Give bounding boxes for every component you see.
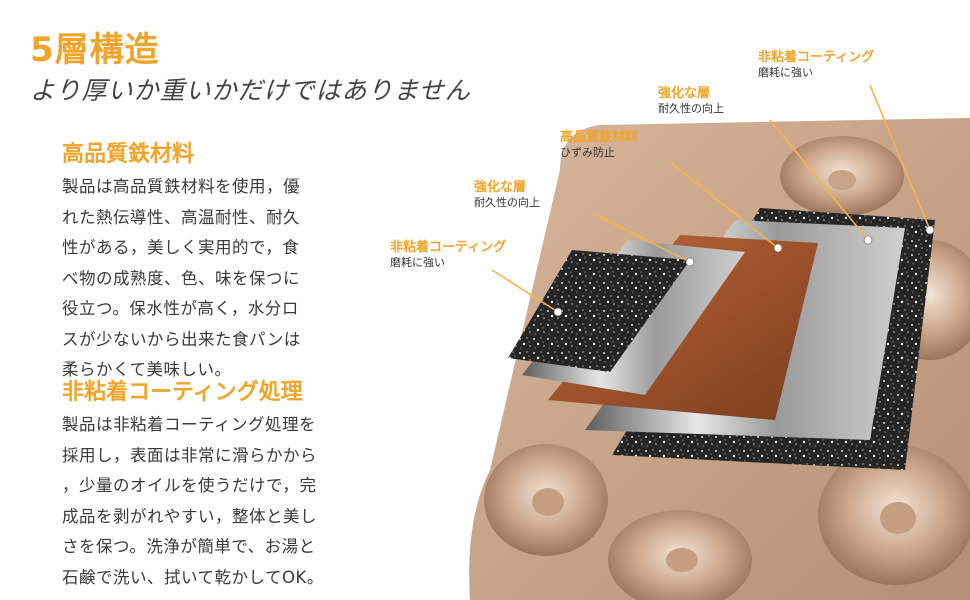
- body-line: スが少ないから出来た食パンは: [62, 329, 301, 349]
- body-line: 石鹸で洗い、拭いて乾かしてOK。: [62, 567, 324, 587]
- marker-dot: [863, 235, 873, 245]
- callout-layer-1: 非粘着コーティング 磨耗に強い: [390, 240, 506, 270]
- section-body-coating: 製品は非粘着コーティング処理を 採用し，表面は非常に滑らかから ，少量のオイルを…: [62, 410, 342, 593]
- callout-title: 強化な層: [658, 86, 711, 101]
- body-line: 成品を剥がれやすい，整体と美し: [62, 506, 317, 526]
- body-line: れた熱伝導性、高温耐性、耐久: [62, 207, 300, 227]
- body-line: べ物の成熟度、色、味を保つに: [62, 268, 300, 288]
- body-line: 役立つ。保水性が高く，水分ロ: [62, 299, 299, 318]
- callout-layer-5: 非粘着コーティング 磨耗に強い: [758, 50, 874, 80]
- body-line: 柔らかくて美味しい。: [62, 360, 232, 379]
- marker-dot: [685, 257, 695, 267]
- callout-sub: 耐久性の向上: [474, 196, 540, 210]
- marker-dot: [553, 307, 563, 317]
- callout-title: 非粘着コーティング: [390, 240, 507, 255]
- callout-layer-3: 高品質鉄材料 ひずみ防止: [560, 130, 638, 160]
- callout-title: 強化な層: [474, 180, 527, 195]
- marker-dot: [773, 243, 783, 253]
- callout-sub: ひずみ防止: [560, 146, 615, 160]
- callout-sub: 磨耗に強い: [390, 256, 445, 270]
- section-heading-coating: 非粘着コーティング処理: [62, 380, 303, 405]
- callout-layer-2: 強化な層 耐久性の向上: [474, 180, 540, 210]
- callout-sub: 磨耗に強い: [758, 66, 813, 80]
- body-line: 製品は非粘着コーティング処理を: [62, 415, 317, 434]
- callout-layer-4: 強化な層 耐久性の向上: [658, 86, 724, 116]
- body-line: さを保つ。洗浄が簡単で、お湯と: [62, 537, 316, 556]
- callout-title: 非粘着コーティング: [758, 50, 875, 65]
- body-line: 性がある，美しく実用的で，食: [62, 238, 300, 257]
- leader-lines: [491, 84, 931, 313]
- body-line: 製品は高品質鉄材料を使用，優: [62, 177, 300, 196]
- marker-dot: [925, 225, 935, 235]
- layer-coating-front: [508, 250, 690, 372]
- page-title: 5層構造: [30, 30, 160, 70]
- page-subtitle: より厚いか重いかだけではありません: [30, 76, 471, 105]
- section-body-iron: 製品は高品質鉄材料を使用，優 れた熱伝導性、高温耐性、耐久 性がある，美しく実用…: [62, 172, 342, 386]
- callout-sub: 耐久性の向上: [658, 102, 724, 116]
- body-line: ，少量のオイルを使うだけで，完: [62, 476, 317, 495]
- body-line: 採用し，表面は非常に滑らかから: [62, 445, 317, 465]
- callout-title: 高品質鉄材料: [560, 130, 639, 145]
- section-heading-iron: 高品質鉄材料: [62, 142, 195, 167]
